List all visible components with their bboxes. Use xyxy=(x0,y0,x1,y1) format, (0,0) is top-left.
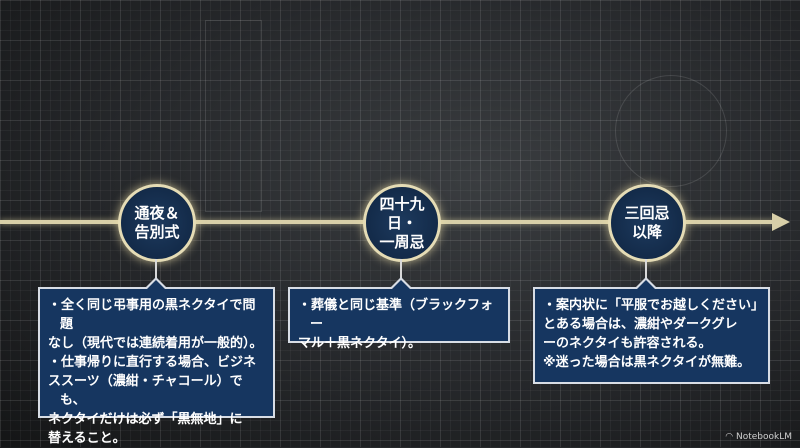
blueprint-decoration-circle xyxy=(615,75,727,187)
node-title: 四十九日・ xyxy=(379,194,425,232)
node-tsuya: 通夜＆告別式 xyxy=(118,184,196,262)
connector xyxy=(400,259,402,279)
info-box-sankaiki: ・案内状に「平服でお越しください」とある場合は、濃紺やダークグレーのネクタイも許… xyxy=(533,277,770,384)
notebooklm-logo-icon: ◠ xyxy=(725,432,736,442)
bullet-item: ・仕事帰りに直行する場合、ビジネススーツ（濃紺・チャコール）でも、ネクタイだけは… xyxy=(48,355,257,446)
bullet-item: ・全く同じ弔事用の黒ネクタイで問題なし（現代では連続着用が一般的）。 xyxy=(48,298,263,351)
node-title: 告別式 xyxy=(134,223,180,241)
node-shijukunichi: 四十九日・一周忌 xyxy=(363,184,441,262)
blueprint-decoration xyxy=(205,20,262,212)
node-title: 三回忌 xyxy=(624,204,670,222)
note-item: ※迷った場合は黒ネクタイが無難。 xyxy=(543,355,751,370)
bullet-item: ・案内状に「平服でお越しください」とある場合は、濃紺やダークグレーのネクタイも許… xyxy=(543,298,765,351)
watermark-text: NotebookLM xyxy=(735,432,792,442)
timeline-arrow-icon xyxy=(772,213,790,231)
node-title: 以降 xyxy=(631,223,662,241)
node-title: 通夜＆ xyxy=(134,204,180,222)
connector xyxy=(645,259,647,279)
connector xyxy=(155,259,157,279)
info-box-tsuya: ・全く同じ弔事用の黒ネクタイで問題なし（現代では連続着用が一般的）。 ・仕事帰り… xyxy=(38,277,275,446)
watermark: ◠ NotebookLM xyxy=(725,432,792,442)
node-sankaiki: 三回忌以降 xyxy=(608,184,686,262)
info-box-shijukunichi: ・葬儀と同じ基準（ブラックフォーマル＋黒ネクタイ）。 xyxy=(288,277,510,351)
bullet-item: ・葬儀と同じ基準（ブラックフォーマル＋黒ネクタイ）。 xyxy=(298,298,494,351)
node-title: 一周忌 xyxy=(379,232,425,251)
